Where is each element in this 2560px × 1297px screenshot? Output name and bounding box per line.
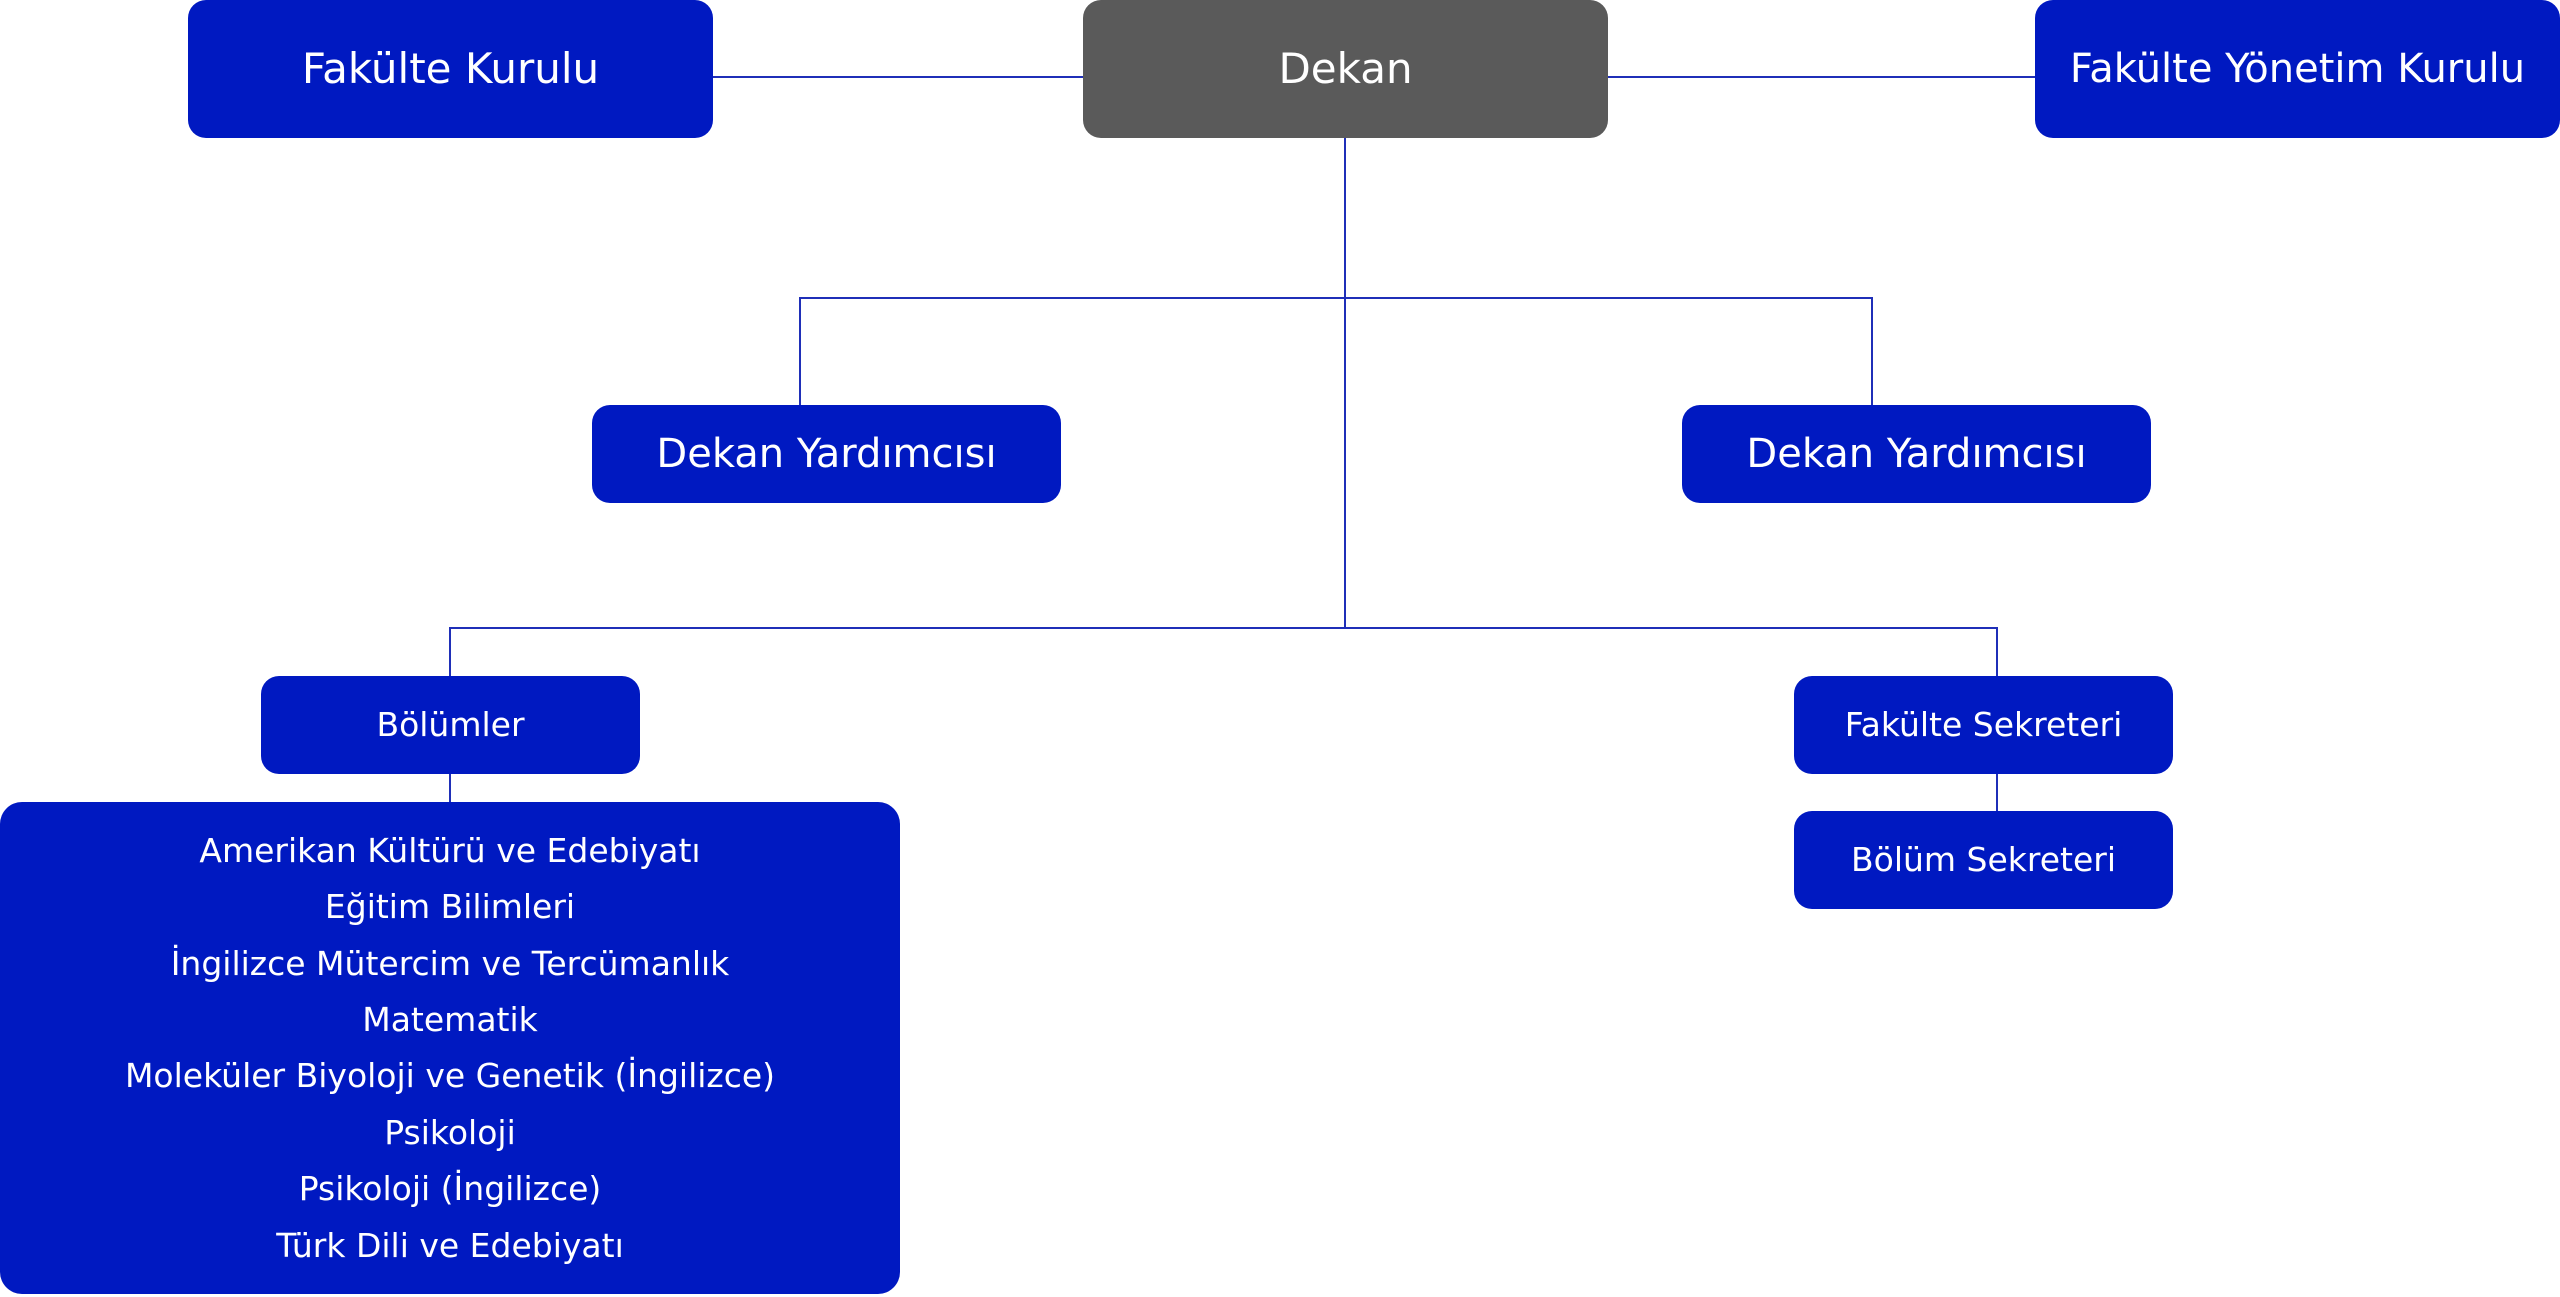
dekan-label: Dekan [1278, 43, 1413, 93]
dekan-yardimcisi-left-label: Dekan Yardımcısı [656, 431, 997, 477]
fakulte-sekreteri-box: Fakülte Sekreteri [1794, 676, 2173, 774]
bolum-sekreteri-box: Bölüm Sekreteri [1794, 811, 2173, 909]
department-item: Matematik [362, 999, 538, 1039]
department-item: Amerikan Kültürü ve Edebiyatı [199, 830, 701, 870]
department-item: Eğitim Bilimleri [324, 887, 576, 927]
dekan-yardimcisi-left-box: Dekan Yardımcısı [592, 405, 1061, 503]
connector-dekan-yardimcisi-bar [799, 297, 1873, 405]
fakulte-sekreteri-label: Fakülte Sekreteri [1844, 705, 2123, 745]
bolumler-box: Bölümler [261, 676, 640, 774]
dekan-yardimcisi-right-box: Dekan Yardımcısı [1682, 405, 2151, 503]
bolumler-label: Bölümler [376, 705, 525, 745]
department-item: Psikoloji (İngilizce) [298, 1169, 602, 1209]
bolum-sekreteri-label: Bölüm Sekreteri [1850, 840, 2117, 880]
fakulte-yonetim-kurulu-box: Fakülte Yönetim Kurulu [2035, 0, 2560, 138]
fakulte-kurulu-label: Fakülte Kurulu [301, 43, 600, 93]
dekan-box: Dekan [1083, 0, 1608, 138]
department-item: Psikoloji [384, 1112, 516, 1152]
fakulte-kurulu-box: Fakülte Kurulu [188, 0, 713, 138]
department-item: Türk Dili ve Edebiyatı [276, 1225, 624, 1265]
department-item: Moleküler Biyoloji ve Genetik (İngilizce… [124, 1056, 776, 1096]
dekan-yardimcisi-right-label: Dekan Yardımcısı [1746, 431, 2087, 477]
connector-bottom-bar [449, 627, 1998, 676]
department-item: İngilizce Mütercim ve Tercümanlık [170, 943, 730, 983]
departments-list-box: Amerikan Kültürü ve Edebiyatı Eğitim Bil… [0, 802, 900, 1294]
fakulte-yonetim-kurulu-label: Fakülte Yönetim Kurulu [2069, 46, 2526, 92]
